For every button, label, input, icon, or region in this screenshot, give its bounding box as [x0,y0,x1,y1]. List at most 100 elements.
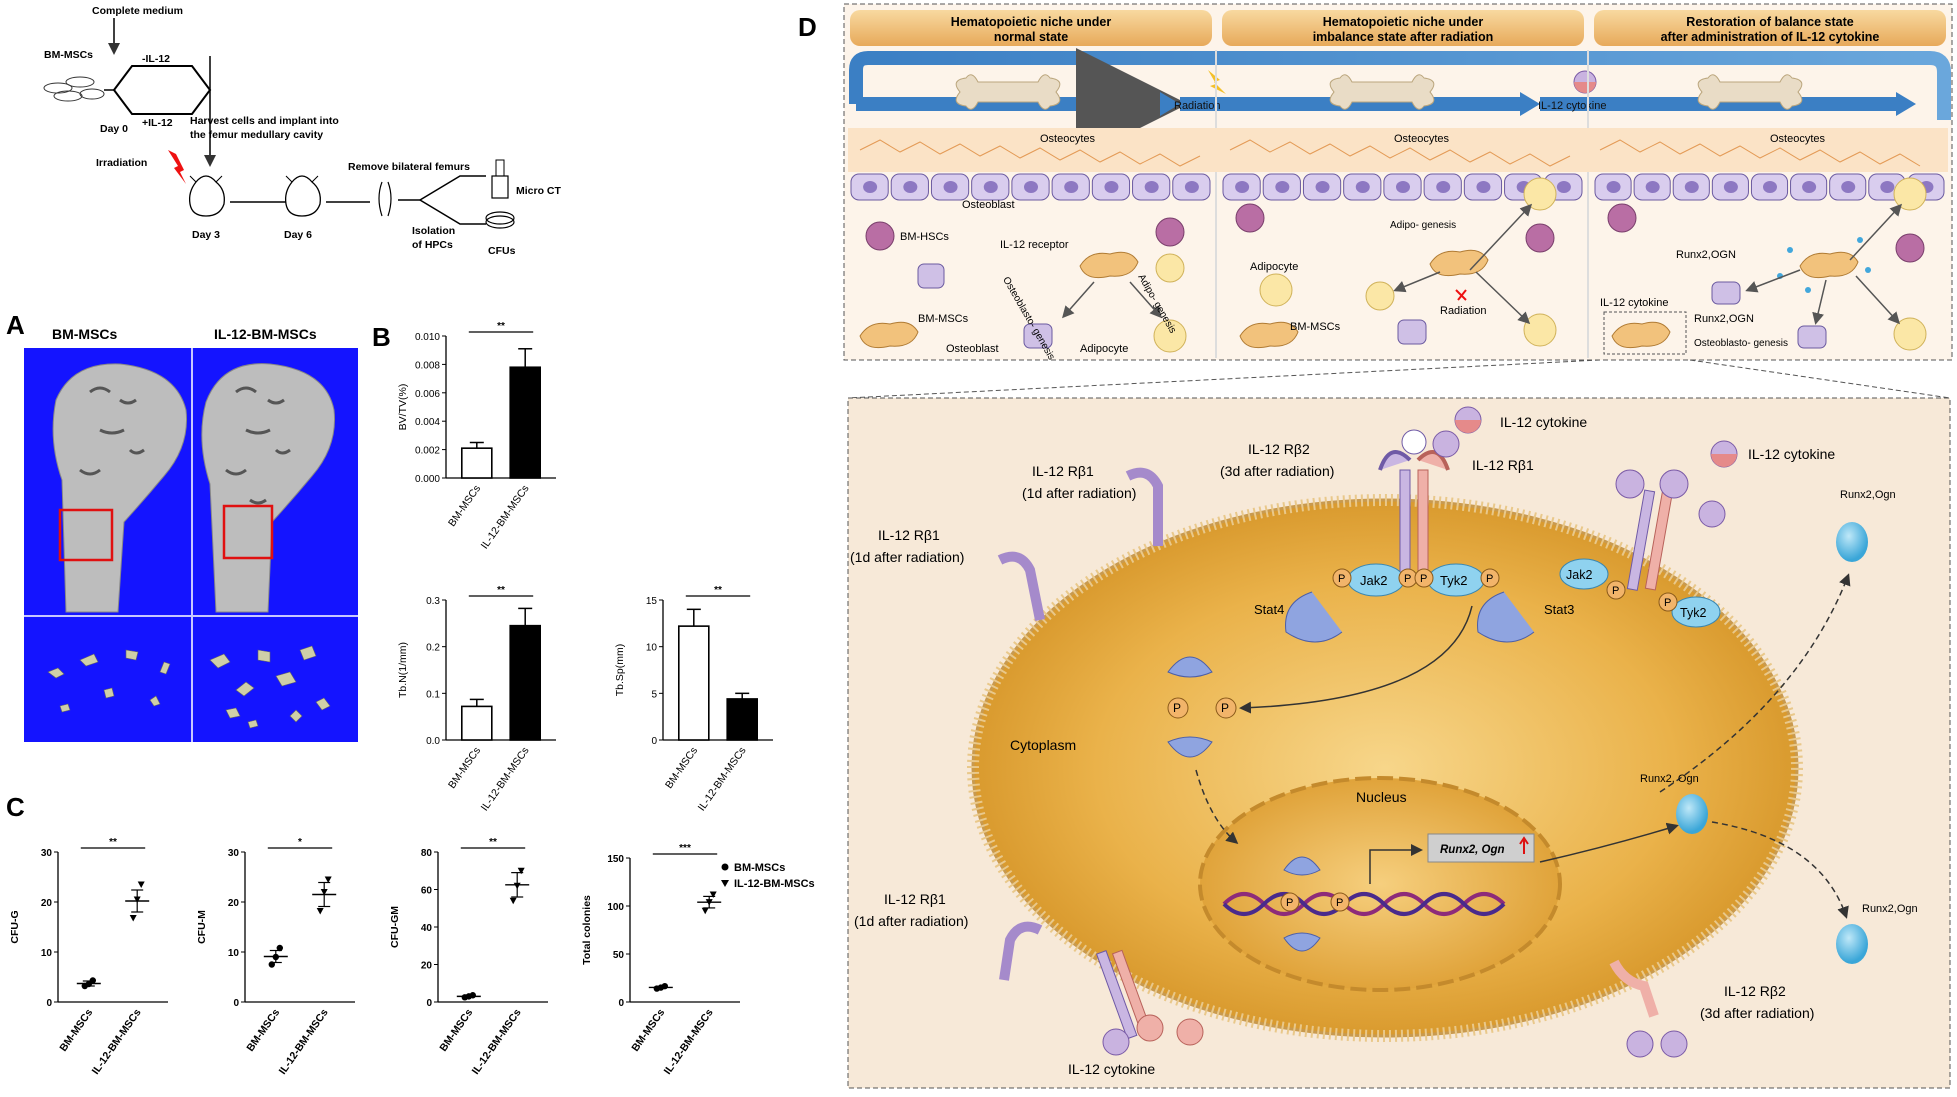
header-restoration [1594,10,1946,46]
panel-letter-a: A [6,310,25,340]
y-tick-label: 0 [651,736,657,747]
significance-label: ** [497,585,505,596]
osteoblast-nucleus [1606,181,1621,193]
osteoblast-nucleus [1436,181,1451,193]
receptor-complex-right: Jak2 Tyk2 P P [1559,469,1721,628]
x-category-label: BM-MSCs [663,745,700,791]
osteoblast-nucleus [1104,181,1119,193]
y-tick-label: 20 [41,898,53,909]
y-tick-label: 20 [228,898,240,909]
y-tick-label: 100 [607,902,624,913]
p-label-r2: P [1404,573,1411,585]
stat3-label: Stat3 [1544,602,1574,617]
runx-ogn-label-top: Runx2,Ogn [1840,489,1896,501]
osteoblast-nucleus [1184,181,1199,193]
rb1-receptor-2 [997,551,1045,621]
mouse-icon-day3 [188,175,225,217]
nucleus-label: Nucleus [1356,789,1407,805]
stat4-protein [1285,591,1343,643]
osteoblast-nucleus [1763,181,1777,193]
x-category-label: BM-MSCs [446,483,483,529]
significance-label: ** [497,321,505,332]
p-label-r1: P [1338,573,1345,585]
radiation-label-2: Radiation [1440,305,1486,317]
legend-marker-bm [721,863,729,871]
significance-label: ** [714,585,722,596]
chart-bv-tv: 0.0000.0020.0040.0060.0080.010BV/TV(%)BM… [397,321,556,551]
y-tick-label: 0 [46,998,52,1009]
radiation-arrow-label: Radiation [1174,100,1220,112]
flow-arrow [849,51,1951,120]
cytokine-icons [1176,406,1738,1058]
harvest-label-1: Harvest cells and implant into [190,115,339,127]
y-tick-label: 10 [646,643,658,654]
panel-letter-d: D [798,12,817,42]
rb2-bottom-label-1: IL-12 Rβ2 [1724,983,1786,999]
p-label-r6: P [1664,597,1671,609]
y-axis-label: Total colonies [581,895,593,965]
lightning-icon [168,150,186,184]
x-category-label: IL-12-BM-MSCs [479,483,532,552]
adipocyte-label-2: Adipocyte [1250,261,1298,273]
panel-a-right-title: IL-12-BM-MSCs [214,326,317,342]
chart-tb-n: 0.00.10.20.3Tb.N(1/mm)BM-MSCsIL-12-BM-MS… [397,585,556,813]
runx-ball-mid [1676,794,1708,834]
x-category-label: BM-MSCs [446,745,483,791]
trabecular-left [47,649,171,713]
data-point [509,897,517,905]
cytokine-label-right: IL-12 cytokine [1748,446,1835,462]
stat-dimer-cytoplasm: P P [1167,656,1237,758]
complete-medium-label: Complete medium [92,5,183,17]
legend-label-bm: BM-MSCs [734,862,785,874]
bone-icons [955,74,1803,110]
p-label-r4: P [1486,573,1493,585]
bar [460,705,493,741]
osteoblast-nucleus [1275,181,1290,193]
isolation-label-2: of HPCs [412,239,453,251]
roi-box-right [222,504,274,560]
osteoblast-nucleus [1396,181,1410,193]
header-imbalance [1222,10,1584,46]
y-tick-label: 0 [426,998,432,1009]
y-tick-label: 60 [421,886,433,897]
jak2-label-2: Jak2 [1566,568,1592,582]
x-category-label: IL-12-BM-MSCs [662,1007,716,1077]
runx-ball-top [1836,522,1868,562]
runx-ogn-label-mid: Runx2, Ogn [1640,773,1699,785]
cytokine-label-bottom: IL-12 cytokine [1068,1061,1155,1077]
y-tick-label: 50 [613,950,625,961]
osteoblast-nucleus [1880,181,1895,193]
osteoblastogenesis-label-2: Osteoblasto- genesis [1694,338,1788,349]
micro-ct-images [24,348,358,742]
isolation-label-1: Isolation [412,225,455,237]
x-category-label: IL-12-BM-MSCs [479,745,532,814]
rb1-b-label-2: (1d after radiation) [850,549,964,565]
stat-dimer-nuclear: P P [1280,856,1350,952]
cytokine-label-top: IL-12 cytokine [1500,414,1587,430]
micro-ct-icon [491,175,509,199]
rb1-a-label-2: (1d after radiation) [1022,485,1136,501]
cytoplasm-label: Cytoplasm [1010,737,1076,753]
rb1-c-label-2: (1d after radiation) [854,913,968,929]
data-point [709,891,717,898]
p-label-dna-2: P [1336,897,1343,909]
osteoblast-nucleus [1315,181,1330,193]
x-category-label: BM-MSCs [629,1007,667,1054]
header-normal-line1: Hematopoietic niche under [951,15,1112,29]
tyk2-label: Tyk2 [1440,573,1467,588]
bm-mscs-label-2: BM-MSCs [1290,321,1341,333]
p-label-cyto-2: P [1221,701,1229,715]
rb2-bottom-label-2: (3d after radiation) [1700,1005,1814,1021]
plus-il12-label: +IL-12 [142,117,173,129]
runx-ogn-box-label: Runx2, Ogn [1440,844,1505,856]
osteoblast-nucleus [1024,181,1038,193]
trabecular-right [209,645,331,729]
y-tick-label: 0.0 [426,736,440,747]
y-tick-label: 5 [651,689,657,700]
bar [677,625,710,741]
header-normal [850,10,1212,46]
